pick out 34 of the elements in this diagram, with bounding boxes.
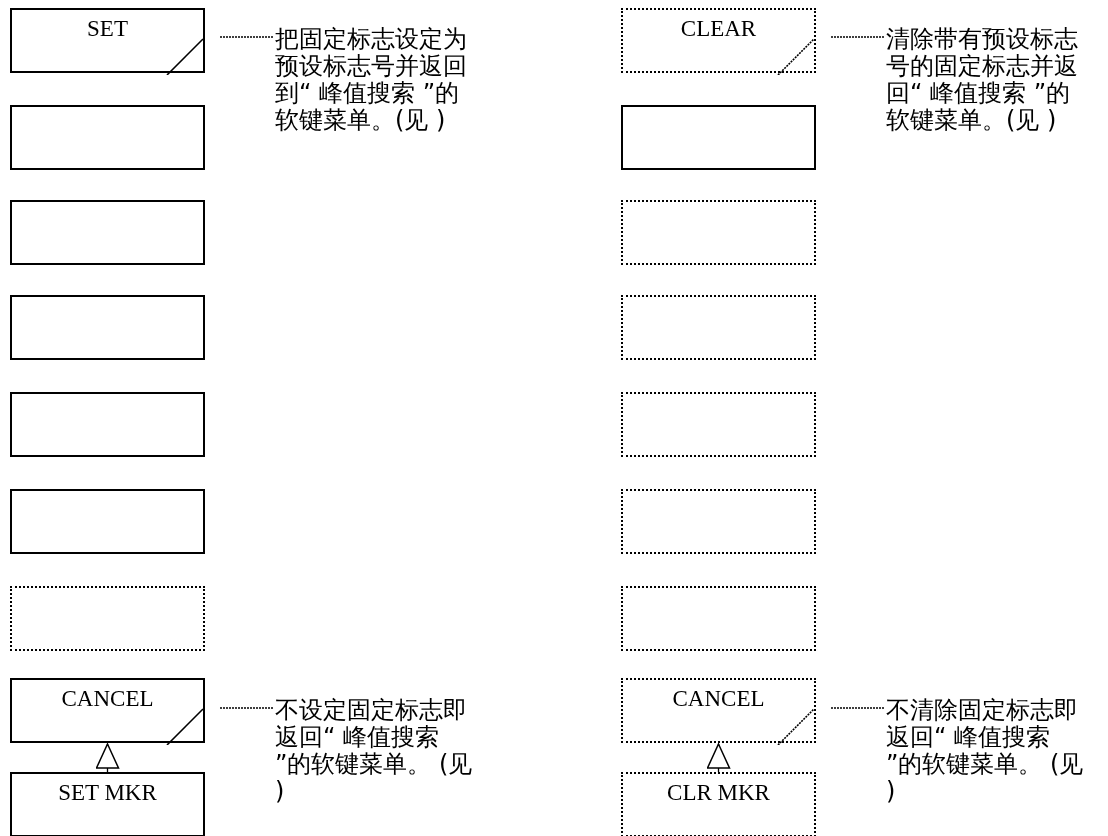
softkey-label: CANCEL [672,686,765,711]
leader-line [830,707,885,709]
softkey-label: SET [87,16,128,41]
softkey-label: SET MKR [58,780,157,805]
empty-softkey-box [10,489,205,554]
triangle-arrow [95,743,120,773]
empty-softkey-box [621,392,816,457]
empty-softkey-box [621,200,816,265]
empty-softkey-box [10,295,205,360]
softkey-box [10,678,205,743]
softkey-box [10,8,205,73]
softkey-label: CANCEL [61,686,154,711]
empty-softkey-box [621,105,816,170]
empty-softkey-box [621,295,816,360]
description-text: 不清除固定标志即返回“ 峰值搜索 ”的软键菜单。 (见 ) [886,697,1092,805]
softkey-box [621,772,816,836]
leader-line [219,707,274,709]
leader-line [830,36,885,38]
empty-softkey-box [10,105,205,170]
triangle-arrow [706,743,731,773]
softkey-box [10,772,205,836]
softkey-label: CLEAR [680,16,757,41]
softkey-box [621,8,816,73]
description-text: 清除带有预设标志号的固定标志并返回“ 峰值搜索 ”的软键菜单。(见 ) [886,26,1092,134]
empty-softkey-box [621,489,816,554]
leader-line [219,36,274,38]
description-text: 把固定标志设定为预设标志号并返回到“ 峰值搜索 ”的软键菜单。(见 ) [275,26,481,134]
softkey-box [621,678,816,743]
description-text: 不设定固定标志即返回“ 峰值搜索 ”的软键菜单。 (见 ) [275,697,481,805]
empty-softkey-box [10,586,205,651]
empty-softkey-box [10,200,205,265]
softkey-label: CLR MKR [667,780,770,805]
empty-softkey-box [621,586,816,651]
empty-softkey-box [10,392,205,457]
